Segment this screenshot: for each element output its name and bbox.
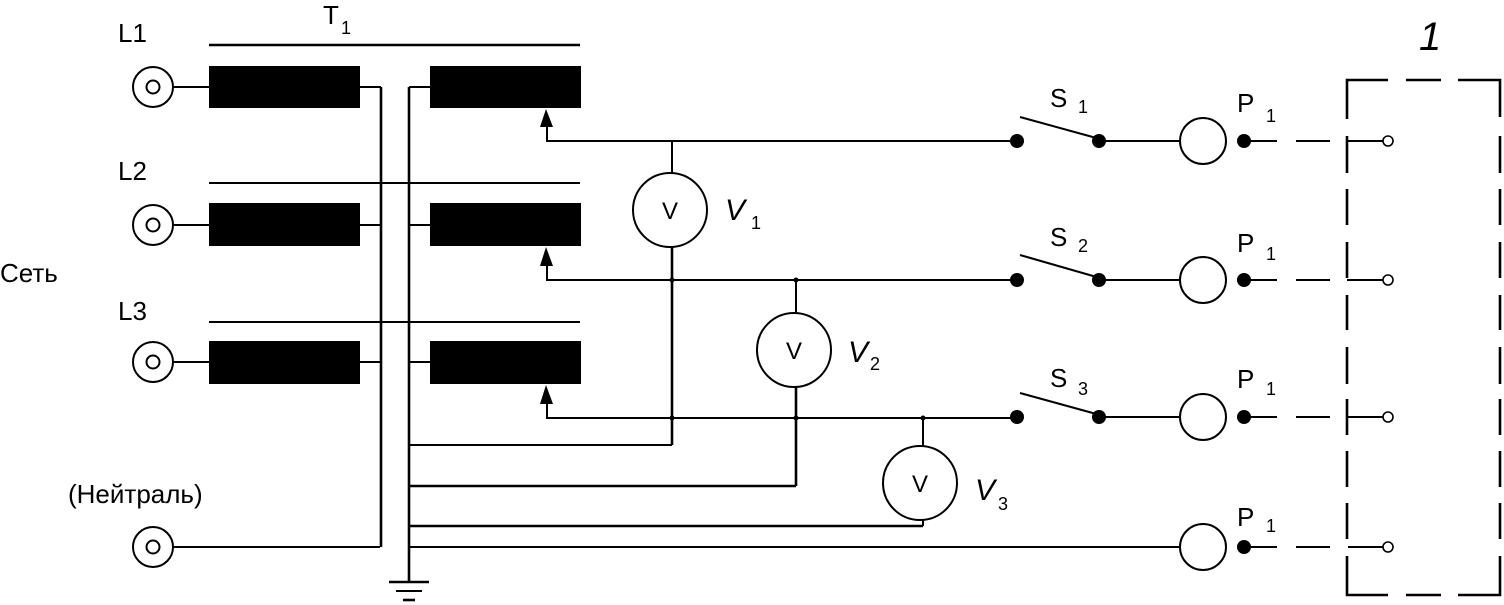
transformer-label-main: T [323,0,339,30]
switch-label: S [1050,222,1067,252]
voltmeter-label: V [848,336,871,369]
network-label: Сеть [0,258,58,288]
load-terminal[interactable] [1382,541,1394,553]
tap-arrow-l1[interactable] [540,109,1018,142]
voltmeter-label-sub: 3 [998,494,1008,514]
secondary-winding-l3 [430,341,581,384]
switch-label: S [1050,363,1067,393]
tap-arrow-l2[interactable] [540,247,1018,281]
plug-label: P [1237,228,1254,258]
voltmeter-v1: V [632,172,708,248]
plug-p1-row3[interactable] [1179,393,1277,441]
transformer-label: T 1 [323,0,351,38]
voltmeter-label: V [725,194,748,227]
plug-label: P [1237,502,1254,532]
load-box [1345,78,1502,597]
switch-label-sub: 3 [1078,379,1088,399]
secondary-winding-l1 [430,66,581,108]
primary-winding-l2 [209,203,360,246]
transformer-label-sub: 1 [341,18,351,38]
secondary-winding-l2 [430,203,581,246]
voltmeter-symbol: V [786,338,802,365]
voltmeter-label: V [975,474,998,507]
primary-winding-l1 [209,66,360,108]
plug-label-sub: 1 [1266,106,1276,126]
switch-label-sub: 2 [1078,236,1088,256]
voltmeter-v2: V [756,312,832,388]
load-terminal[interactable] [1382,274,1394,286]
plug-label-sub: 1 [1266,244,1276,264]
voltmeter-label-sub: 2 [870,354,880,374]
plug-p1-row1[interactable] [1179,117,1277,165]
load-terminal[interactable] [1382,411,1394,423]
plug-p1-neutral[interactable] [1179,523,1277,571]
switch-s1[interactable] [1010,116,1106,148]
switch-s3[interactable] [1010,392,1106,424]
plug-label: P [1237,364,1254,394]
neutral-label: (Нейтраль) [68,479,203,509]
terminal-l1[interactable] [132,66,174,108]
phase-label-l1: L1 [118,18,147,48]
load-box-label: 1 [1419,15,1441,59]
load-terminal[interactable] [1382,135,1394,147]
plug-p1-row2[interactable] [1179,256,1277,304]
terminal-neutral[interactable] [132,526,174,568]
plug-label-sub: 1 [1266,516,1276,536]
switch-label: S [1050,83,1067,113]
switch-s2[interactable] [1010,254,1106,287]
switch-label-sub: 1 [1078,97,1088,117]
phase-label-l2: L2 [118,156,147,186]
phase-label-l3: L3 [118,296,147,326]
terminal-l3[interactable] [132,341,174,383]
ground-icon [389,580,429,602]
plug-label-sub: 1 [1266,379,1276,399]
voltmeter-symbol: V [662,198,678,225]
primary-winding-l3 [209,341,360,384]
plug-label: P [1237,88,1254,118]
tap-arrow-l3[interactable] [540,385,1018,419]
voltmeter-label-sub: 1 [751,213,761,233]
terminal-l2[interactable] [132,204,174,246]
voltmeter-v3: V [882,445,958,521]
voltmeter-symbol: V [912,471,928,498]
